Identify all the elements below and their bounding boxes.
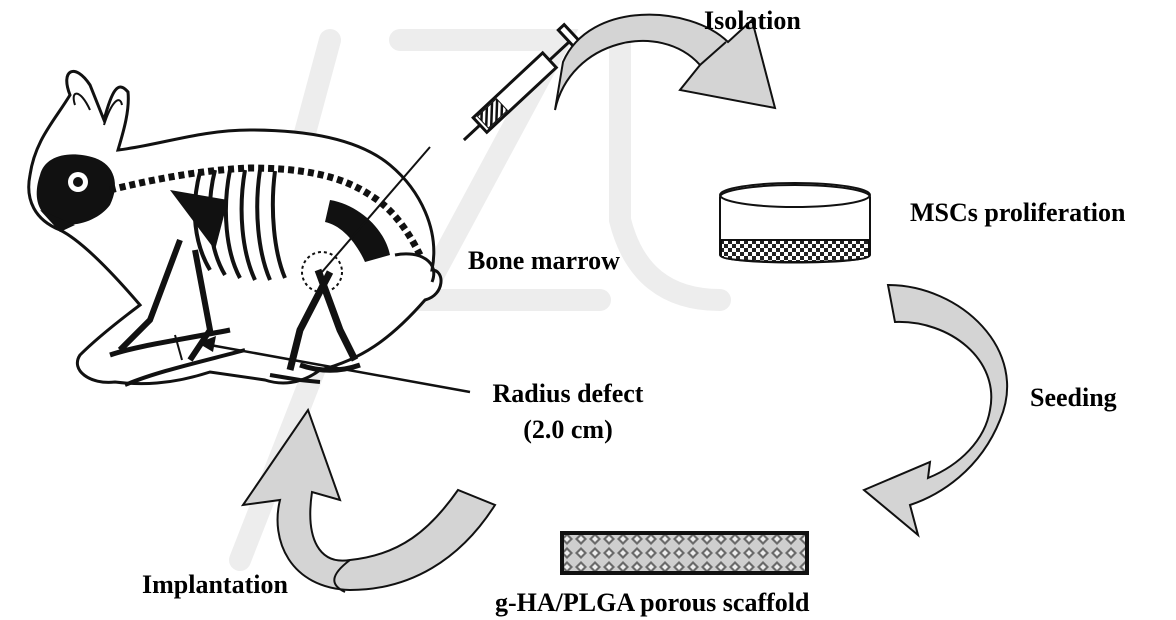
- seeding-label: Seeding: [1030, 385, 1117, 411]
- rabbit-skeleton-illustration: [29, 71, 441, 385]
- scaffold-label: g-HA/PLGA porous scaffold: [495, 590, 809, 616]
- radius-defect-line1: Radius defect: [468, 381, 668, 407]
- radius-defect-line2: (2.0 cm): [468, 417, 668, 443]
- mscs-proliferation-label: MSCs proliferation: [910, 200, 1125, 226]
- radius-defect-label: Radius defect (2.0 cm): [468, 381, 668, 443]
- bone-marrow-label: Bone marrow: [468, 248, 620, 274]
- porous-scaffold-icon: [562, 533, 807, 573]
- seeding-arrow: [864, 285, 1007, 535]
- implantation-label: Implantation: [142, 572, 288, 598]
- petri-dish-icon: [720, 183, 870, 263]
- isolation-label: Isolation: [704, 8, 801, 34]
